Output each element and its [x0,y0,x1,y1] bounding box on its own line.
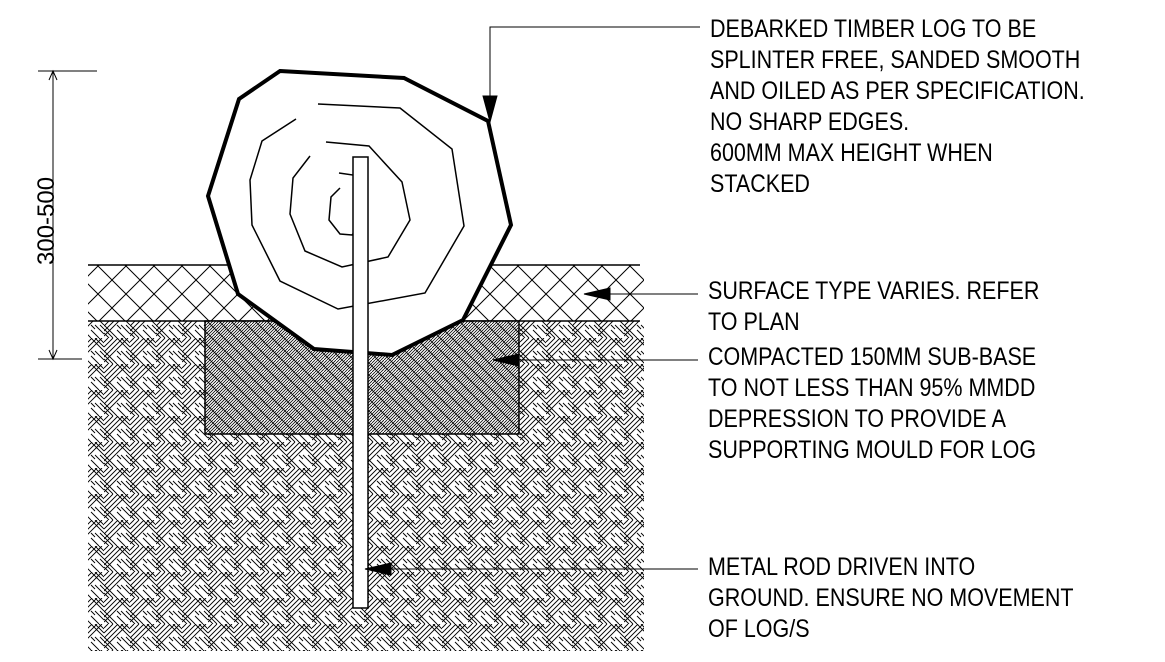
rod-note: METAL ROD DRIVEN INTO GROUND. ENSURE NO … [708,552,1074,645]
metal-rod [352,156,369,609]
note-line: SPLINTER FREE, SANDED SMOOTH [710,46,1081,74]
note-line: 600MM MAX HEIGHT WHEN [710,139,993,167]
note-line: TO PLAN [708,308,800,336]
growth-ring-outer [249,103,465,310]
leader-surface [583,287,698,301]
dimension-label: 300-500 [33,176,60,265]
leader-subbase [492,353,698,367]
note-line: AND OILED AS PER SPECIFICATION. [710,77,1085,105]
surface-note: SURFACE TYPE VARIES. REFER TO PLAN [708,276,1039,338]
leader-rod [364,562,698,576]
note-line: SURFACE TYPE VARIES. REFER [708,277,1040,305]
note-line: DEBARKED TIMBER LOG TO BE [710,15,1037,43]
note-line: GROUND. ENSURE NO MOVEMENT [708,584,1074,612]
timber-log-note: DEBARKED TIMBER LOG TO BE SPLINTER FREE,… [710,14,1085,200]
leader-timber-log [482,26,700,124]
note-line: DEPRESSION TO PROVIDE A [708,405,1006,433]
subbase-note: COMPACTED 150MM SUB-BASE TO NOT LESS THA… [708,342,1036,466]
note-line: METAL ROD DRIVEN INTO [708,553,976,581]
note-line: STACKED [710,170,810,198]
note-line: TO NOT LESS THAN 95% MMDD [708,374,1036,402]
note-line: OF LOG/S [708,615,810,643]
note-line: SUPPORTING MOULD FOR LOG [708,436,1037,464]
note-line: NO SHARP EDGES. [710,108,910,136]
dimension-marker [38,69,97,361]
note-line: COMPACTED 150MM SUB-BASE [708,343,1037,371]
